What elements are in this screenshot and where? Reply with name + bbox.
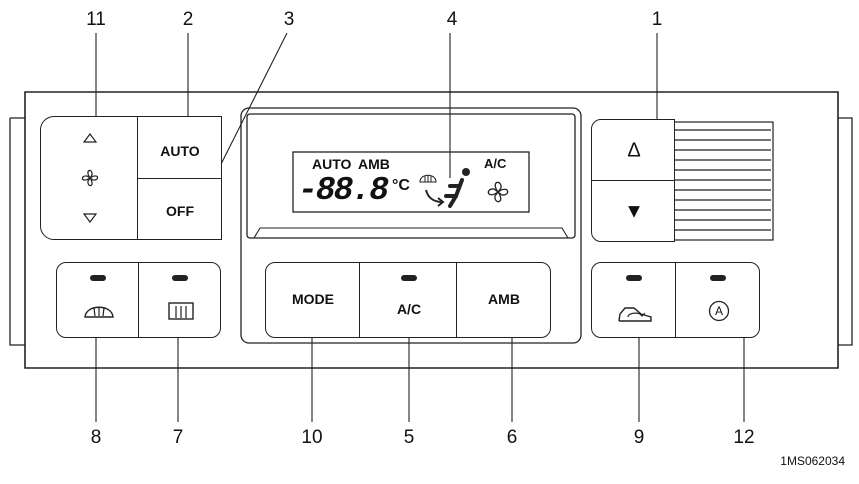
callout-9: 9 (633, 427, 645, 448)
fan-speed-button[interactable] (40, 116, 138, 240)
auto-recirc-label: A (714, 304, 724, 318)
mode-label: MODE (292, 291, 334, 307)
callout-4: 4 (446, 9, 458, 30)
temp-up-button[interactable]: Δ (591, 119, 675, 181)
temp-down-icon: ▼ (624, 200, 644, 223)
callout-12: 12 (733, 427, 755, 448)
callout-11: 11 (86, 9, 106, 30)
ac-indicator (401, 275, 417, 281)
lcd-auto: AUTO (312, 156, 352, 172)
temp-up-icon: Δ (627, 139, 641, 162)
mode-button[interactable]: MODE (265, 262, 360, 338)
auto-recirc-circle-icon (708, 300, 730, 322)
auto-recirc-button[interactable]: A (675, 262, 760, 338)
callout-5: 5 (403, 427, 415, 448)
callout-7: 7 (172, 427, 184, 448)
off-button[interactable]: OFF (137, 178, 222, 240)
lcd-fan-icon (487, 181, 509, 203)
callout-10: 10 (301, 427, 323, 448)
auto-label: AUTO (160, 143, 200, 159)
front-defrost-indicator (90, 275, 106, 281)
auto-recirc-indicator (710, 275, 726, 281)
front-defrost-icon (84, 306, 114, 318)
callout-2: 2 (182, 9, 194, 30)
front-defrost-button[interactable] (56, 262, 139, 338)
lcd-temp: -88.8 (298, 172, 389, 209)
lcd-defrost-icon (419, 174, 437, 183)
callout-8: 8 (90, 427, 102, 448)
callout-1: 1 (651, 9, 663, 30)
lcd-airflow-icon (425, 168, 470, 208)
callout-3: 3 (283, 9, 295, 30)
callout-6: 6 (506, 427, 518, 448)
recirculation-icon (618, 307, 652, 322)
auto-button[interactable]: AUTO (137, 116, 222, 179)
amb-button[interactable]: AMB (456, 262, 551, 338)
rear-defrost-button[interactable] (138, 262, 221, 338)
rear-defrost-icon (168, 302, 194, 320)
fan-icon (81, 169, 99, 187)
lcd-amb: AMB (358, 156, 390, 172)
fan-down-arrow-icon (83, 213, 97, 223)
ac-label: A/C (396, 301, 422, 317)
ac-button[interactable]: A/C (359, 262, 457, 338)
lcd-unit: °C (392, 177, 410, 194)
recirculation-button[interactable] (591, 262, 676, 338)
fan-up-arrow-icon (83, 133, 97, 143)
figure-code: 1MS062034 (780, 454, 845, 468)
lcd-ac: A/C (484, 156, 507, 171)
temp-down-button[interactable]: ▼ (591, 180, 675, 242)
rear-defrost-indicator (172, 275, 188, 281)
recirculation-indicator (626, 275, 642, 281)
amb-label: AMB (488, 291, 520, 307)
off-label: OFF (166, 203, 194, 219)
